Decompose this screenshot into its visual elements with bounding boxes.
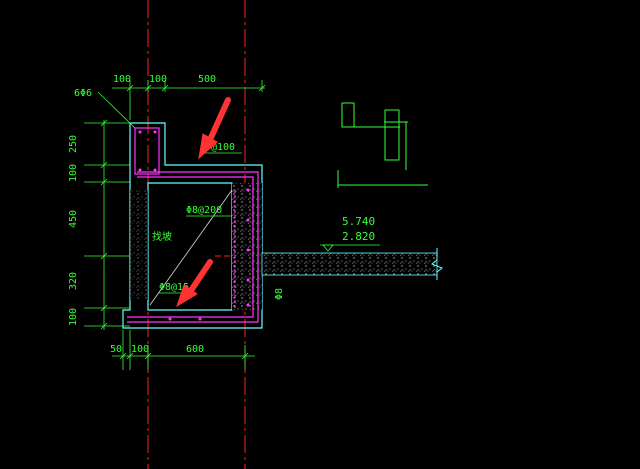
- annotation-arrows: [176, 97, 231, 308]
- corner-bar-label: 6Φ6: [74, 88, 92, 99]
- rebar-dots: [138, 130, 250, 321]
- corner-stirrup: [134, 127, 160, 175]
- arrow-top: [206, 97, 231, 145]
- elevation-marker: [320, 244, 380, 252]
- wall-note-label: Φ8: [274, 288, 285, 300]
- left-dimension-group: [84, 119, 130, 330]
- wall-bar-label: Φ8@200: [186, 205, 222, 216]
- top-slab-bar-label: @100: [211, 142, 235, 153]
- bottom-dimension-group: [112, 330, 255, 370]
- elevation-lower: 2.820: [342, 230, 375, 243]
- small-detail: [337, 102, 428, 188]
- left-dim-5: 100: [68, 308, 79, 326]
- top-dimension-group: [112, 80, 266, 120]
- corner-leader: [97, 91, 136, 129]
- diagonal-ref-line: [149, 189, 233, 306]
- bottom-dim-3: 600: [186, 344, 204, 355]
- bottom-dim-2: 100: [131, 344, 149, 355]
- bottom-dim-1: 50: [110, 344, 122, 355]
- side-note-label: 找坡: [152, 230, 172, 243]
- left-dim-1: 250: [68, 135, 79, 153]
- elevation-upper: 5.740: [342, 215, 375, 228]
- left-dim-4: 320: [68, 272, 79, 290]
- break-line: [431, 248, 443, 280]
- arrow-bottom: [187, 259, 213, 295]
- top-dim-1: 100: [113, 74, 131, 85]
- bottom-slab-bar-label: Φ8@15: [159, 282, 189, 293]
- rebar-lines: [127, 127, 259, 323]
- top-dim-2: 100: [149, 74, 167, 85]
- hatched-concrete: [130, 183, 438, 310]
- left-dim-3: 450: [68, 210, 79, 228]
- top-dim-3: 500: [198, 74, 216, 85]
- left-dim-2: 100: [68, 164, 79, 182]
